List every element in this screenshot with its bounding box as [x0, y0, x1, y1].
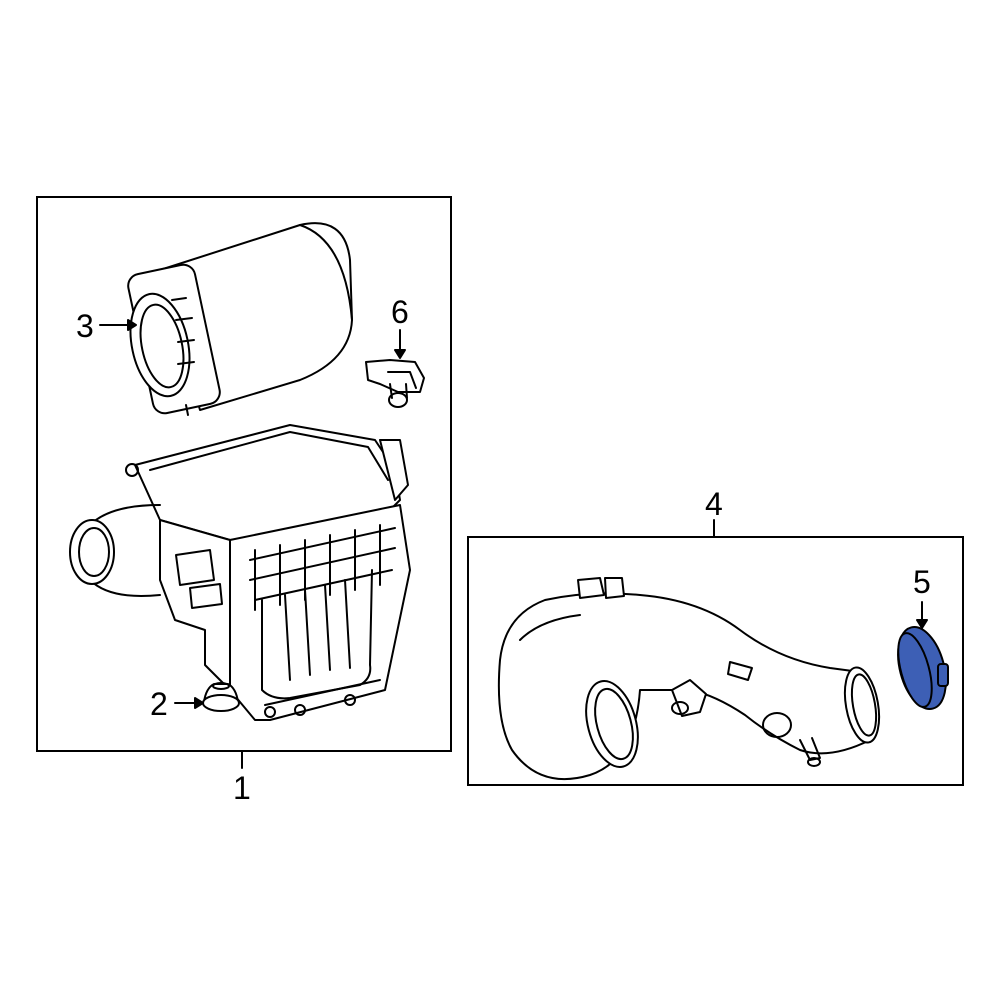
grommet: [202, 682, 240, 712]
air-box-housing: [69, 424, 411, 721]
callout-1[interactable]: 1: [233, 770, 251, 806]
callout-4[interactable]: 4: [705, 486, 723, 522]
callout-5[interactable]: 5: [913, 564, 931, 600]
group-box-1: [36, 196, 452, 752]
sensor: [365, 359, 425, 408]
callout-6[interactable]: 6: [391, 294, 409, 330]
intake-duct: [497, 577, 881, 781]
air-filter-element: [127, 222, 353, 416]
callout-2[interactable]: 2: [150, 686, 168, 722]
callout-3[interactable]: 3: [76, 308, 94, 344]
hose-clamp: [897, 626, 949, 710]
group-box-4: [467, 536, 964, 786]
